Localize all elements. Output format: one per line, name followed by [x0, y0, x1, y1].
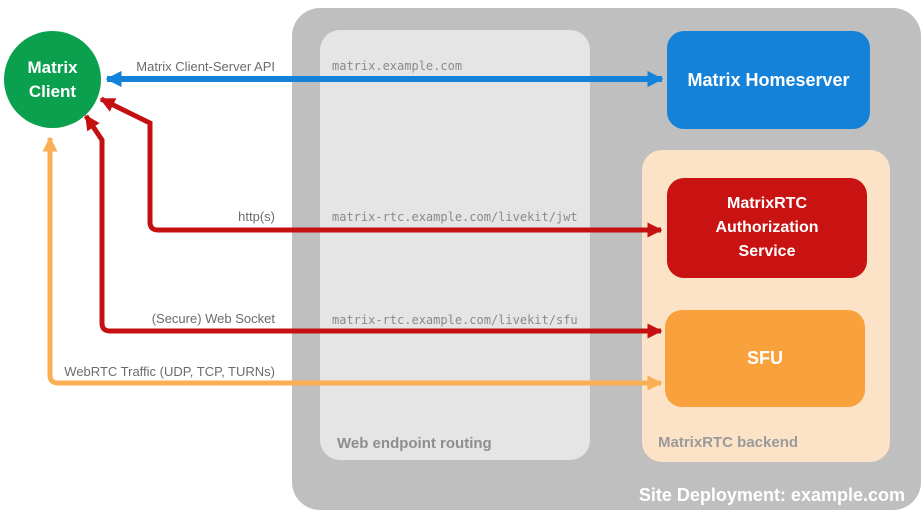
- endpoint-livekit-jwt: matrix-rtc.example.com/livekit/jwt: [332, 210, 578, 224]
- edge-label-https: http(s): [238, 209, 275, 224]
- auth-label-line3: Service: [738, 243, 796, 260]
- matrix-client-label: Matrix Client: [27, 56, 77, 104]
- endpoint-matrix-example-com: matrix.example.com: [332, 59, 463, 73]
- matrixrtc-authorization-service-label: MatrixRTC Authorization Service: [715, 192, 818, 264]
- endpoint-livekit-sfu: matrix-rtc.example.com/livekit/sfu: [332, 313, 578, 327]
- edge-label-secure-web-socket: (Secure) Web Socket: [151, 311, 275, 326]
- client-label-line1: Matrix: [27, 57, 78, 77]
- sfu-label: SFU: [747, 348, 783, 368]
- client-label-line2: Client: [28, 81, 77, 101]
- matrix-homeserver-node: Matrix Homeserver: [667, 31, 870, 129]
- auth-label-line2: Authorization: [715, 219, 819, 236]
- matrix-client-node: Matrix Client: [4, 31, 101, 128]
- matrixrtc-authorization-service-node: MatrixRTC Authorization Service: [667, 178, 867, 278]
- site-deployment-caption: Site Deployment: example.com: [638, 485, 905, 505]
- edge-label-webrtc-traffic: WebRTC Traffic (UDP, TCP, TURNs): [64, 364, 275, 379]
- matrix-homeserver-label: Matrix Homeserver: [687, 69, 850, 90]
- web-endpoint-routing-panel: Web endpoint routing: [320, 30, 590, 460]
- web-endpoint-routing-caption: Web endpoint routing: [337, 435, 492, 452]
- matrixrtc-backend-caption: MatrixRTC backend: [658, 434, 799, 451]
- sfu-node: SFU: [665, 310, 865, 407]
- auth-label-line1: MatrixRTC: [726, 195, 807, 212]
- edge-label-client-server-api: Matrix Client-Server API: [136, 59, 275, 74]
